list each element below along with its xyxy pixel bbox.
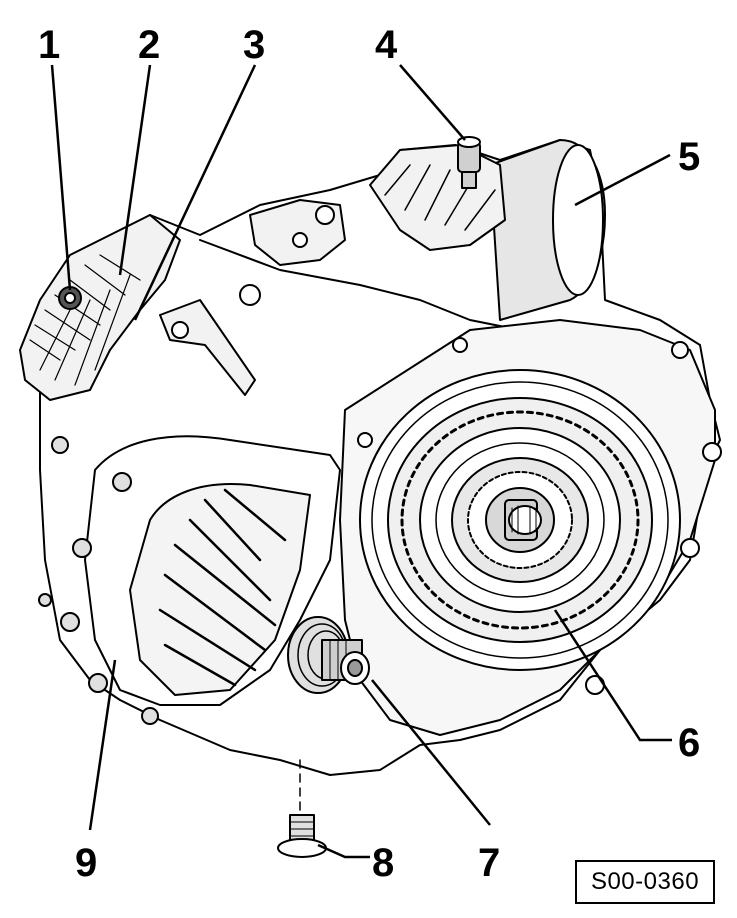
leader-line-7: [371, 679, 491, 826]
callout-6: 6: [678, 721, 700, 765]
housing-bolts: [38, 436, 159, 725]
leader-line-4: [399, 64, 466, 141]
callout-9: 9: [75, 841, 97, 885]
leader-line-9: [88, 659, 117, 831]
selector-ribs: [384, 164, 496, 231]
gearbox-sensor: [457, 136, 481, 189]
leader-line-3: [133, 64, 257, 321]
callout-numbers: 1 2 3 4 5 6 7 8 9: [38, 23, 700, 885]
mid-ridge: [199, 239, 521, 331]
leader-line-6: [553, 609, 672, 742]
callout-5: 5: [678, 135, 700, 179]
leader-line-1: [50, 64, 72, 291]
bell-housing-inner: [129, 483, 311, 696]
leader-line-5: [574, 153, 671, 207]
leader-lines: [50, 64, 672, 859]
callout-1: 1: [38, 23, 60, 67]
callout-7: 7: [478, 841, 500, 885]
cylinder-end: [552, 144, 604, 296]
bell-housing-ribs: [158, 488, 287, 687]
reference-code-box: S00-0360: [575, 860, 715, 904]
callout-2: 2: [138, 23, 160, 67]
selector-lever: [19, 214, 181, 401]
clutch-assembly: [359, 369, 681, 671]
flange-holes: [357, 337, 722, 695]
callout-3: 3: [243, 23, 265, 67]
leader-line-8: [317, 843, 370, 859]
leader-line-2: [118, 64, 152, 276]
drive-shaft-flange: [287, 616, 370, 694]
reference-code: S00-0360: [590, 868, 700, 895]
drain-plug: [277, 814, 327, 858]
transmission-illustration: [19, 136, 722, 858]
callout-4: 4: [375, 23, 398, 67]
callout-8: 8: [372, 841, 394, 885]
